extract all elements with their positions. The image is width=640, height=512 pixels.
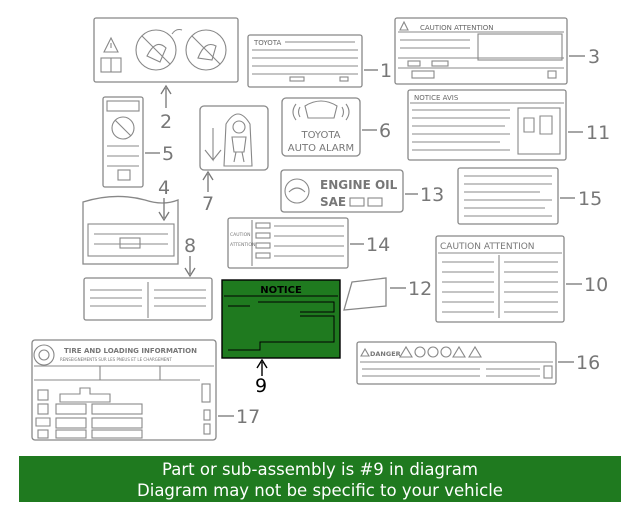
- label-4-wavy-label[interactable]: [82, 195, 179, 265]
- callout-9: 9: [255, 375, 267, 397]
- callout-13: 13: [420, 184, 444, 206]
- label-17-title: TIRE AND LOADING INFORMATION: [64, 347, 197, 355]
- label-8-two-panel[interactable]: [83, 277, 213, 321]
- info-banner: Part or sub-assembly is #9 in diagram Di…: [19, 456, 621, 502]
- callout-1: 1: [380, 60, 392, 82]
- label-11-notice-avis[interactable]: NOTICE AVIS: [407, 89, 567, 161]
- callout-5: 5: [162, 143, 174, 165]
- label-diagram-svg: 2 TOYOTA 1 CAUTION ATTENTION 3: [31, 17, 610, 441]
- label-10-caution-attention[interactable]: CAUTION ATTENTION: [435, 235, 565, 323]
- label-9-notice-text: NOTICE: [260, 285, 302, 296]
- callout-15: 15: [578, 188, 602, 210]
- callout-4: 4: [158, 177, 170, 199]
- label-3-caution-attention[interactable]: CAUTION ATTENTION: [394, 17, 568, 85]
- label-16-danger[interactable]: DANGER: [356, 341, 557, 385]
- label-9-notice-highlighted[interactable]: NOTICE: [221, 279, 341, 359]
- label-6-auto-alarm[interactable]: TOYOTA AUTO ALARM: [281, 97, 361, 157]
- label-13-engine-oil-text: ENGINE OIL: [320, 178, 398, 192]
- callout-12: 12: [408, 278, 432, 300]
- label-5-narrow-warning[interactable]: [102, 96, 144, 188]
- label-10-text: CAUTION ATTENTION: [440, 242, 535, 252]
- label-17-tire-loading[interactable]: TIRE AND LOADING INFORMATION RENSEIGNEME…: [31, 339, 217, 441]
- callout-6: 6: [379, 120, 391, 142]
- callout-16: 16: [576, 352, 600, 374]
- label-7-child-seat[interactable]: [199, 105, 269, 171]
- label-16-danger-text: DANGER: [370, 350, 401, 358]
- callout-8: 8: [184, 235, 196, 257]
- label-6-toyota: TOYOTA: [300, 130, 340, 141]
- label-13-sae-text: SAE: [320, 195, 346, 209]
- label-6-auto-alarm-text: AUTO ALARM: [288, 143, 354, 154]
- label-13-engine-oil[interactable]: ENGINE OIL SAE: [280, 169, 404, 213]
- label-15-text-label[interactable]: [457, 167, 559, 225]
- callout-7: 7: [202, 193, 214, 215]
- label-11-text: NOTICE AVIS: [414, 94, 459, 102]
- label-14-caution: CAUTION: [230, 232, 251, 238]
- callout-14: 14: [366, 234, 390, 256]
- label-14-caution-list[interactable]: CAUTION ATTENTION: [227, 217, 349, 269]
- label-1-text: TOYOTA: [253, 39, 282, 47]
- callout-2: 2: [160, 111, 172, 133]
- callout-10: 10: [584, 274, 608, 296]
- label-12-blank-sticker[interactable]: [343, 277, 387, 311]
- label-17-subtitle: RENSEIGNEMENTS SUR LES PNEUS ET LE CHARG…: [60, 357, 172, 362]
- label-2-airbag-warning[interactable]: [93, 17, 239, 83]
- banner-line-1: Part or sub-assembly is #9 in diagram: [162, 460, 478, 479]
- label-3-text: CAUTION ATTENTION: [420, 24, 494, 32]
- callout-3: 3: [588, 46, 600, 68]
- label-1-toyota[interactable]: TOYOTA: [247, 34, 363, 88]
- callout-17: 17: [236, 406, 260, 428]
- banner-line-2: Diagram may not be specific to your vehi…: [137, 481, 503, 500]
- label-14-attention: ATTENTION: [230, 242, 255, 248]
- callout-11: 11: [586, 122, 610, 144]
